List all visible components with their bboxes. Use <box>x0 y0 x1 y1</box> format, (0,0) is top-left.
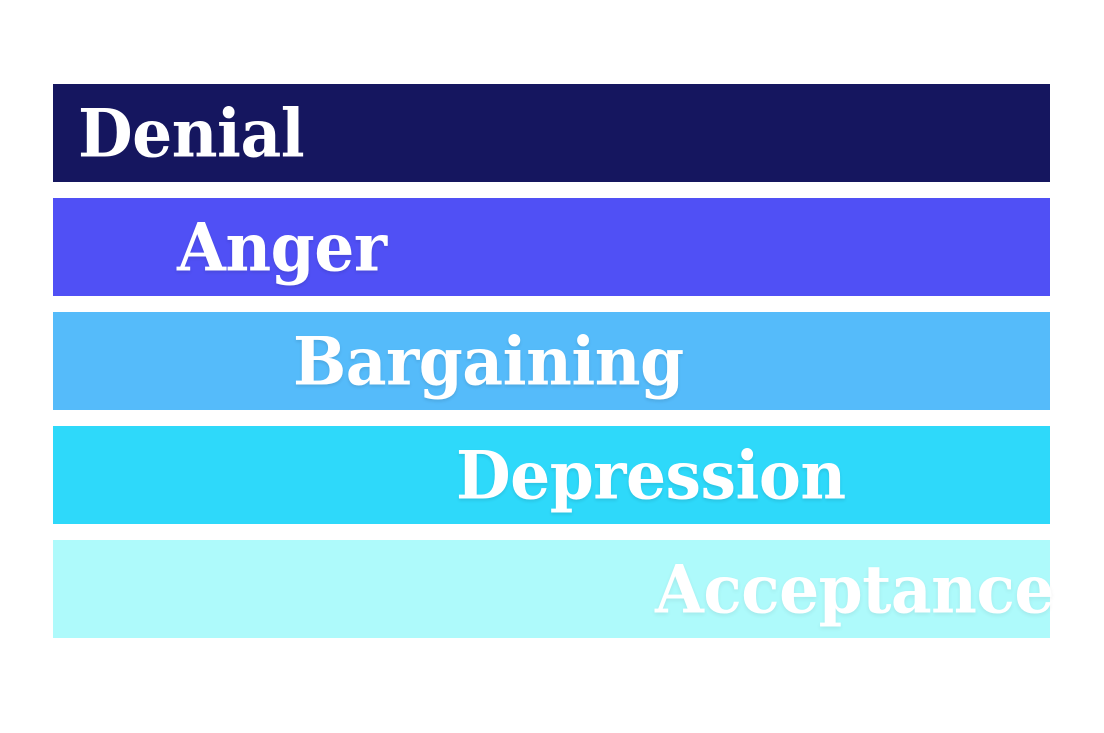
stage-label-acceptance: Acceptance <box>655 549 1054 628</box>
stage-label-denial: Denial <box>78 93 305 172</box>
stage-label-anger: Anger <box>177 207 387 286</box>
stage-label-depression: Depression <box>456 435 846 514</box>
stage-label-bargaining: Bargaining <box>293 321 684 400</box>
stage-bar-acceptance[interactable]: Acceptance <box>53 540 1054 638</box>
stage-bar-denial[interactable]: Denial <box>53 84 1050 182</box>
stage-bar-anger[interactable]: Anger <box>53 198 1050 296</box>
stage-bar-depression[interactable]: Depression <box>53 426 1050 524</box>
stage-bar-bargaining[interactable]: Bargaining <box>53 312 1050 410</box>
